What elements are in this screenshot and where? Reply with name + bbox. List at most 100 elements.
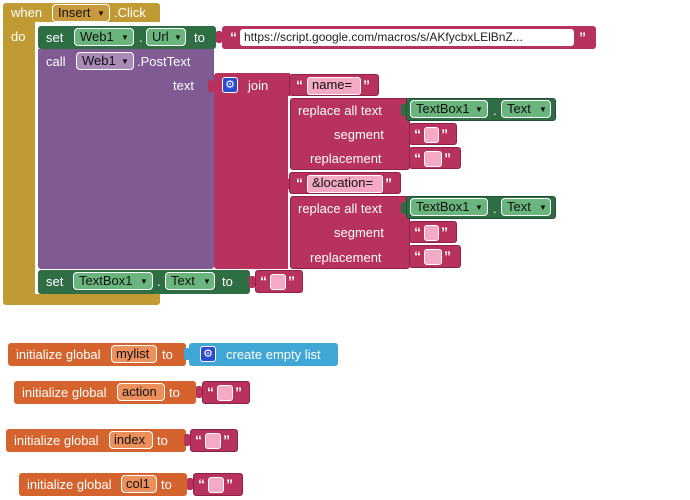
chevron-down-icon: ▼ <box>97 9 105 18</box>
name-value: name= <box>312 77 353 92</box>
call-component-dropdown[interactable]: Web1 ▼ <box>76 52 134 70</box>
close-quote: ” <box>288 273 295 289</box>
global-name: index <box>114 432 146 447</box>
to-label: to <box>222 274 233 289</box>
join-label: join <box>248 78 269 93</box>
set-label: set <box>46 30 64 45</box>
replacement-text-field-2[interactable] <box>424 249 442 265</box>
url-text-field[interactable]: https://script.google.com/macros/s/AKfyc… <box>240 29 574 46</box>
replacement-label: replacement <box>310 250 382 265</box>
open-quote: “ <box>195 432 202 448</box>
initialize-global-label: initialize global <box>14 433 99 448</box>
close-quote: ” <box>441 224 448 240</box>
dot-label: . <box>157 274 161 289</box>
chevron-down-icon: ▼ <box>203 277 211 286</box>
text-plug <box>403 153 409 165</box>
event-component-dropdown[interactable]: Insert ▼ <box>52 4 110 22</box>
text-plug <box>187 478 193 490</box>
text-plug <box>283 178 289 190</box>
getter-plug <box>401 104 407 116</box>
chevron-down-icon: ▼ <box>140 277 148 286</box>
location-text-field[interactable]: &location= <box>307 175 383 193</box>
open-quote: “ <box>296 77 303 93</box>
global-name: action <box>122 384 157 399</box>
open-quote: “ <box>198 476 205 492</box>
to-label: to <box>162 347 173 362</box>
call-web1-posttext-block[interactable] <box>38 49 214 269</box>
segment-text-field-2[interactable] <box>424 225 439 241</box>
segment-text-field-1[interactable] <box>424 127 439 143</box>
close-quote: ” <box>223 432 230 448</box>
dot-label: . <box>493 103 497 118</box>
create-empty-list-label: create empty list <box>226 347 321 362</box>
global-name-field[interactable]: mylist <box>111 345 157 363</box>
component-label: TextBox1 <box>416 101 470 116</box>
chevron-down-icon: ▼ <box>121 33 129 42</box>
text-plug <box>249 276 255 288</box>
join-plug <box>208 80 214 92</box>
open-quote: “ <box>260 273 267 289</box>
set-label: set <box>46 274 64 289</box>
global-name-field[interactable]: action <box>117 383 165 401</box>
getter-component-dropdown[interactable]: TextBox1 ▼ <box>410 198 488 216</box>
open-quote: “ <box>414 248 421 264</box>
property-label: Url <box>152 29 169 44</box>
getter-component-dropdown[interactable]: TextBox1 ▼ <box>410 100 488 118</box>
list-plug <box>184 348 190 360</box>
close-quote: ” <box>579 29 586 45</box>
event-name-label: .Click <box>114 5 146 20</box>
open-quote: “ <box>296 175 303 191</box>
chevron-down-icon: ▼ <box>475 203 483 212</box>
getter-property-dropdown[interactable]: Text ▼ <box>501 198 551 216</box>
close-quote: ” <box>363 77 370 93</box>
component-label: Web1 <box>82 53 116 68</box>
param-text-label: text <box>173 78 194 93</box>
replacement-text-field-1[interactable] <box>424 151 442 167</box>
open-quote: “ <box>414 126 421 142</box>
initialize-global-label: initialize global <box>22 385 107 400</box>
text-plug <box>216 31 222 43</box>
name-text-field[interactable]: name= <box>307 77 361 95</box>
dot-label: . <box>139 30 143 45</box>
action-text-field[interactable] <box>217 385 233 401</box>
component-label: TextBox1 <box>416 199 470 214</box>
join-block[interactable] <box>214 73 290 269</box>
open-quote: “ <box>230 29 237 45</box>
global-name: mylist <box>116 346 150 361</box>
segment-label: segment <box>334 225 384 240</box>
set-url-component-dropdown[interactable]: Web1 ▼ <box>74 28 134 46</box>
property-label: Text <box>507 101 531 116</box>
create-empty-list-block[interactable] <box>189 343 338 366</box>
getter-property-dropdown[interactable]: Text ▼ <box>501 100 551 118</box>
gear-icon[interactable]: ⚙ <box>222 77 238 93</box>
replace-label: replace all text <box>298 103 382 118</box>
global-name-field[interactable]: index <box>109 431 153 449</box>
close-quote: ” <box>444 150 451 166</box>
to-label: to <box>157 433 168 448</box>
close-quote: ” <box>385 175 392 191</box>
gear-icon[interactable]: ⚙ <box>200 346 216 362</box>
to-label: to <box>169 385 180 400</box>
property-label: Text <box>507 199 531 214</box>
col1-text-field[interactable] <box>208 477 224 493</box>
empty-text-field[interactable] <box>270 274 286 290</box>
close-quote: ” <box>226 476 233 492</box>
chevron-down-icon: ▼ <box>121 57 129 66</box>
global-name-field[interactable]: col1 <box>121 475 157 493</box>
replacement-label: replacement <box>310 151 382 166</box>
text-plug <box>283 79 289 91</box>
set-url-property-dropdown[interactable]: Url ▼ <box>146 28 186 46</box>
call-label: call <box>46 54 66 69</box>
set-textbox-property-dropdown[interactable]: Text ▼ <box>165 272 215 290</box>
when-label: when <box>11 5 43 20</box>
dot-label: . <box>493 201 497 216</box>
index-text-field[interactable] <box>205 433 221 449</box>
open-quote: “ <box>414 224 421 240</box>
set-textbox-component-dropdown[interactable]: TextBox1 ▼ <box>73 272 153 290</box>
do-label: do <box>11 29 26 44</box>
text-plug <box>403 226 409 238</box>
component-label: TextBox1 <box>79 273 133 288</box>
replace-label: replace all text <box>298 201 382 216</box>
property-label: Text <box>171 273 195 288</box>
url-value: https://script.google.com/macros/s/AKfyc… <box>244 30 523 44</box>
